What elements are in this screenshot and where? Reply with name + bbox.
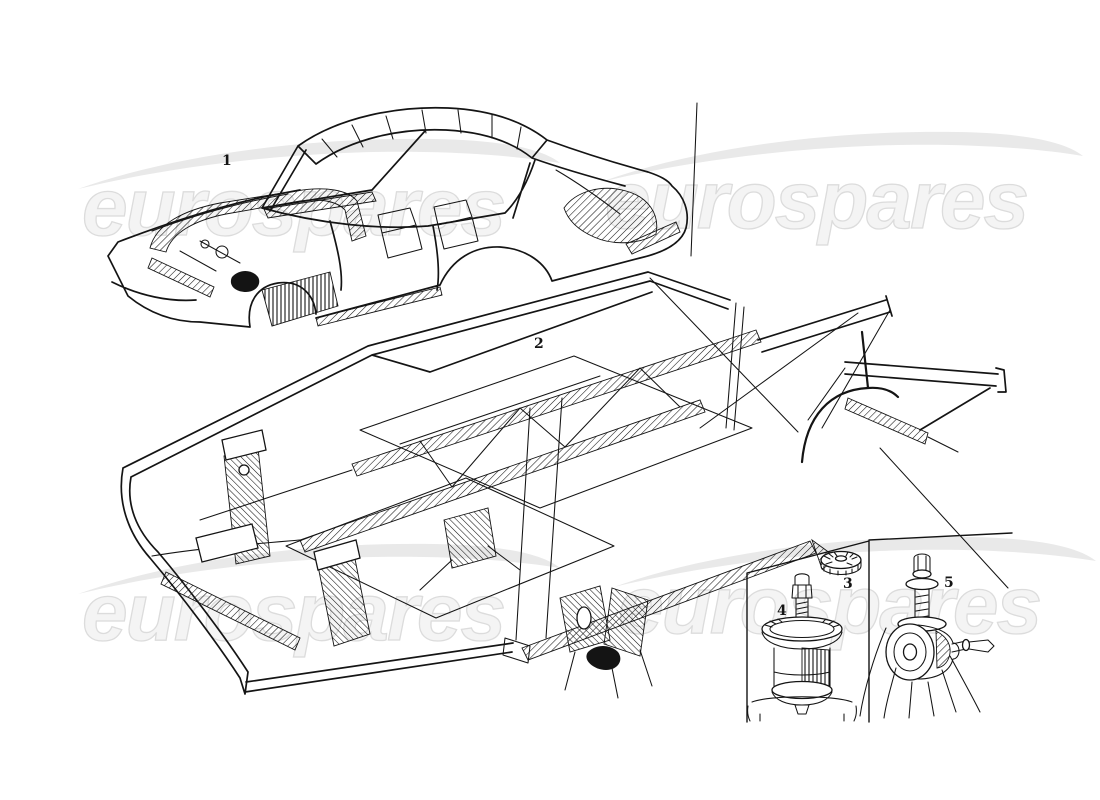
mount4-flange (771, 680, 833, 700)
chassis-wheel-arch-hoop (800, 330, 900, 464)
callout-label[interactable]: 1 (222, 153, 232, 169)
seat-frames (377, 199, 479, 259)
part-callouts: 1 2 3 4 5 (222, 153, 954, 619)
chassis-suspension-parts (195, 429, 653, 699)
suspension-hatched-towers (223, 447, 649, 657)
part-callout-1[interactable]: 1 (222, 153, 232, 169)
inset-detail-boxes (746, 532, 1013, 723)
washer-side (820, 559, 862, 575)
chassis-rear-extensions (757, 295, 1007, 431)
mount5-leg-lines (859, 627, 981, 719)
mount5-flange (905, 577, 939, 591)
mount4-plate (761, 616, 843, 642)
chassis-frame-drawing (120, 271, 1009, 699)
mount5-drum-ring (893, 632, 927, 672)
mount5-drum-hatch (935, 630, 951, 669)
mount5-side-bolt (951, 639, 995, 653)
mount-hole (238, 464, 250, 476)
body-hatch-panels (147, 187, 681, 327)
part-shockmount-drawing (859, 553, 995, 719)
mount4-bottom (747, 691, 857, 722)
chassis-floor-panels (285, 355, 753, 664)
mount4-body-outline (773, 647, 831, 689)
suspension-arm-lines (419, 545, 653, 699)
washer-hole (834, 555, 848, 562)
washer-knurl-ticks (823, 551, 859, 576)
mount4-plate-inner (769, 619, 835, 639)
front-hub-dark-part (230, 271, 260, 292)
mount5-collar (912, 569, 932, 579)
mount4-plate-ticks (761, 618, 843, 650)
mount5-hub (902, 643, 918, 661)
spring-seat-ellipse (576, 606, 592, 630)
chassis-main-rails (120, 271, 731, 695)
suspension-brackets (195, 429, 361, 571)
callout-label[interactable]: 4 (777, 603, 787, 619)
part-washer-drawing (820, 550, 862, 576)
part-callout-4[interactable]: 4 (777, 603, 787, 619)
part-callout-5[interactable]: 5 (944, 575, 954, 591)
part-mount-drawing (747, 573, 857, 722)
callout-label[interactable]: 3 (843, 576, 853, 592)
body-shell-drawing (107, 106, 689, 328)
body-ribbed-bulkhead (261, 271, 339, 327)
part-callout-2[interactable]: 2 (534, 336, 544, 352)
panel-border-line (690, 102, 698, 257)
mount4-stud (791, 573, 813, 621)
chassis-hatched-rails (160, 329, 929, 661)
front-detail-circle (200, 239, 210, 249)
inset-box-borders (746, 532, 1013, 723)
callout-label[interactable]: 2 (534, 336, 544, 352)
mount5-bolt-cap (961, 638, 971, 652)
suspension-dark-hub (586, 646, 621, 670)
part-callout-3[interactable]: 3 (843, 576, 853, 592)
mount5-stud (913, 553, 931, 621)
callout-label[interactable]: 5 (944, 575, 954, 591)
front-detail-circle (215, 245, 229, 259)
